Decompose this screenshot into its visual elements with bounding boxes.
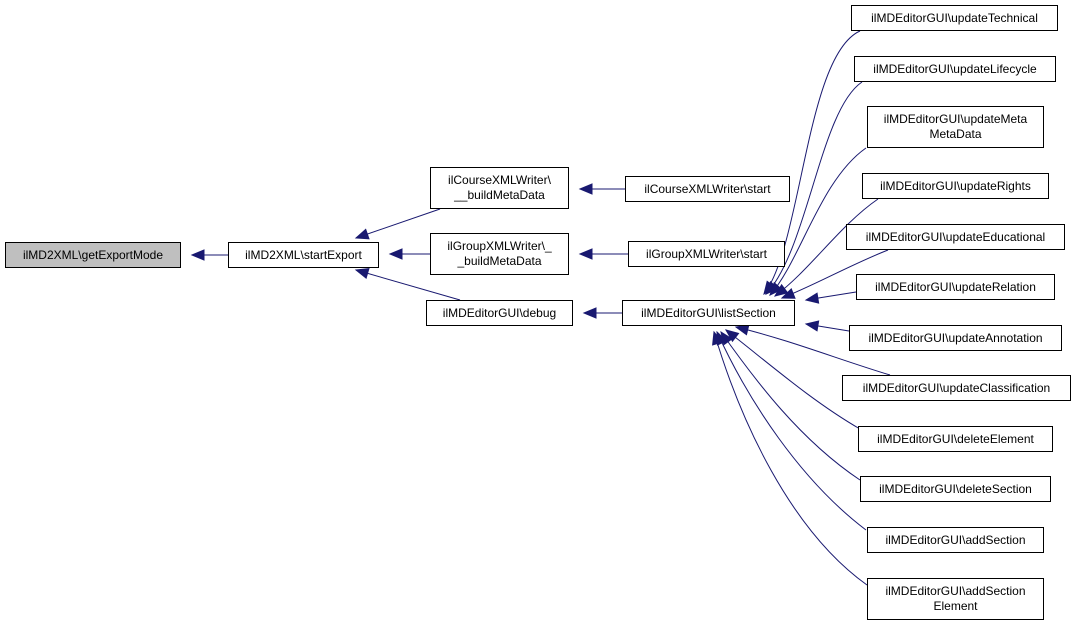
- edge-updateClassification-to-listSection: [735, 326, 891, 376]
- arrowhead-groupBuild-to-startExport: [388, 248, 403, 260]
- node-updateclassification[interactable]: ilMDEditorGUI\updateClassification: [842, 375, 1071, 401]
- arrowhead-deleteElement-to-listSection: [724, 329, 740, 343]
- node-updaterights[interactable]: ilMDEditorGUI\updateRights: [862, 173, 1049, 199]
- node-group-buildmetadata[interactable]: ilGroupXMLWriter\_ _buildMetaData: [430, 233, 569, 275]
- edge-deleteSection-to-listSection: [720, 331, 861, 481]
- node-updateeducational[interactable]: ilMDEditorGUI\updateEducational: [846, 224, 1065, 250]
- edge-deleteElement-to-listSection: [725, 329, 861, 430]
- node-addsectionelement[interactable]: ilMDEditorGUI\addSection Element: [867, 578, 1044, 620]
- arrowhead-updateEducational-to-listSection: [780, 288, 796, 299]
- arrowhead-updateRelation-to-listSection: [804, 292, 820, 304]
- arrowhead-groupStart-to-groupBuild: [578, 248, 593, 260]
- node-updaterelation[interactable]: ilMDEditorGUI\updateRelation: [856, 274, 1055, 300]
- node-getexportmode: ilMD2XML\getExportMode: [5, 242, 181, 268]
- arrowhead-courseStart-to-courseBuild: [578, 183, 593, 195]
- node-updatelifecycle[interactable]: ilMDEditorGUI\updateLifecycle: [854, 56, 1056, 82]
- node-debug[interactable]: ilMDEditorGUI\debug: [426, 300, 573, 326]
- edge-addSection-to-listSection: [716, 331, 867, 531]
- node-updatemetametadata[interactable]: ilMDEditorGUI\updateMeta MetaData: [867, 106, 1044, 148]
- node-startexport[interactable]: ilMD2XML\startExport: [228, 242, 379, 268]
- edge-updateMetaMetaData-to-listSection: [769, 147, 867, 296]
- node-group-start[interactable]: ilGroupXMLWriter\start: [628, 241, 785, 267]
- edge-updateTechnical-to-listSection: [763, 30, 861, 295]
- edge-updateLifecycle-to-listSection: [765, 81, 863, 295]
- arrowhead-startExport-to-getExportMode: [190, 249, 205, 261]
- node-deletesection[interactable]: ilMDEditorGUI\deleteSection: [860, 476, 1051, 502]
- arrowhead-listSection-to-debug: [582, 307, 597, 319]
- arrowhead-debug-to-startExport: [354, 267, 370, 279]
- node-addsection[interactable]: ilMDEditorGUI\addSection: [867, 527, 1044, 553]
- node-updateannotation[interactable]: ilMDEditorGUI\updateAnnotation: [849, 325, 1062, 351]
- edge-updateRights-to-listSection: [774, 198, 879, 297]
- edge-courseBuild-to-startExport: [355, 208, 441, 239]
- arrowhead-updateRights-to-listSection: [773, 283, 789, 297]
- edge-addSectionElement-to-listSection: [713, 331, 868, 586]
- arrowhead-updateMetaMetaData-to-listSection: [769, 281, 783, 296]
- node-updatetechnical[interactable]: ilMDEditorGUI\updateTechnical: [851, 5, 1058, 31]
- node-course-buildmetadata[interactable]: ilCourseXMLWriter\ __buildMetaData: [430, 167, 569, 209]
- node-deleteelement[interactable]: ilMDEditorGUI\deleteElement: [858, 426, 1053, 452]
- arrowhead-courseBuild-to-startExport: [354, 228, 370, 240]
- arrowhead-addSectionElement-to-listSection: [712, 330, 724, 346]
- arrowhead-updateAnnotation-to-listSection: [804, 320, 820, 332]
- node-course-start[interactable]: ilCourseXMLWriter\start: [625, 176, 790, 202]
- node-listsection[interactable]: ilMDEditorGUI\listSection: [622, 300, 795, 326]
- edge-debug-to-startExport: [355, 269, 461, 301]
